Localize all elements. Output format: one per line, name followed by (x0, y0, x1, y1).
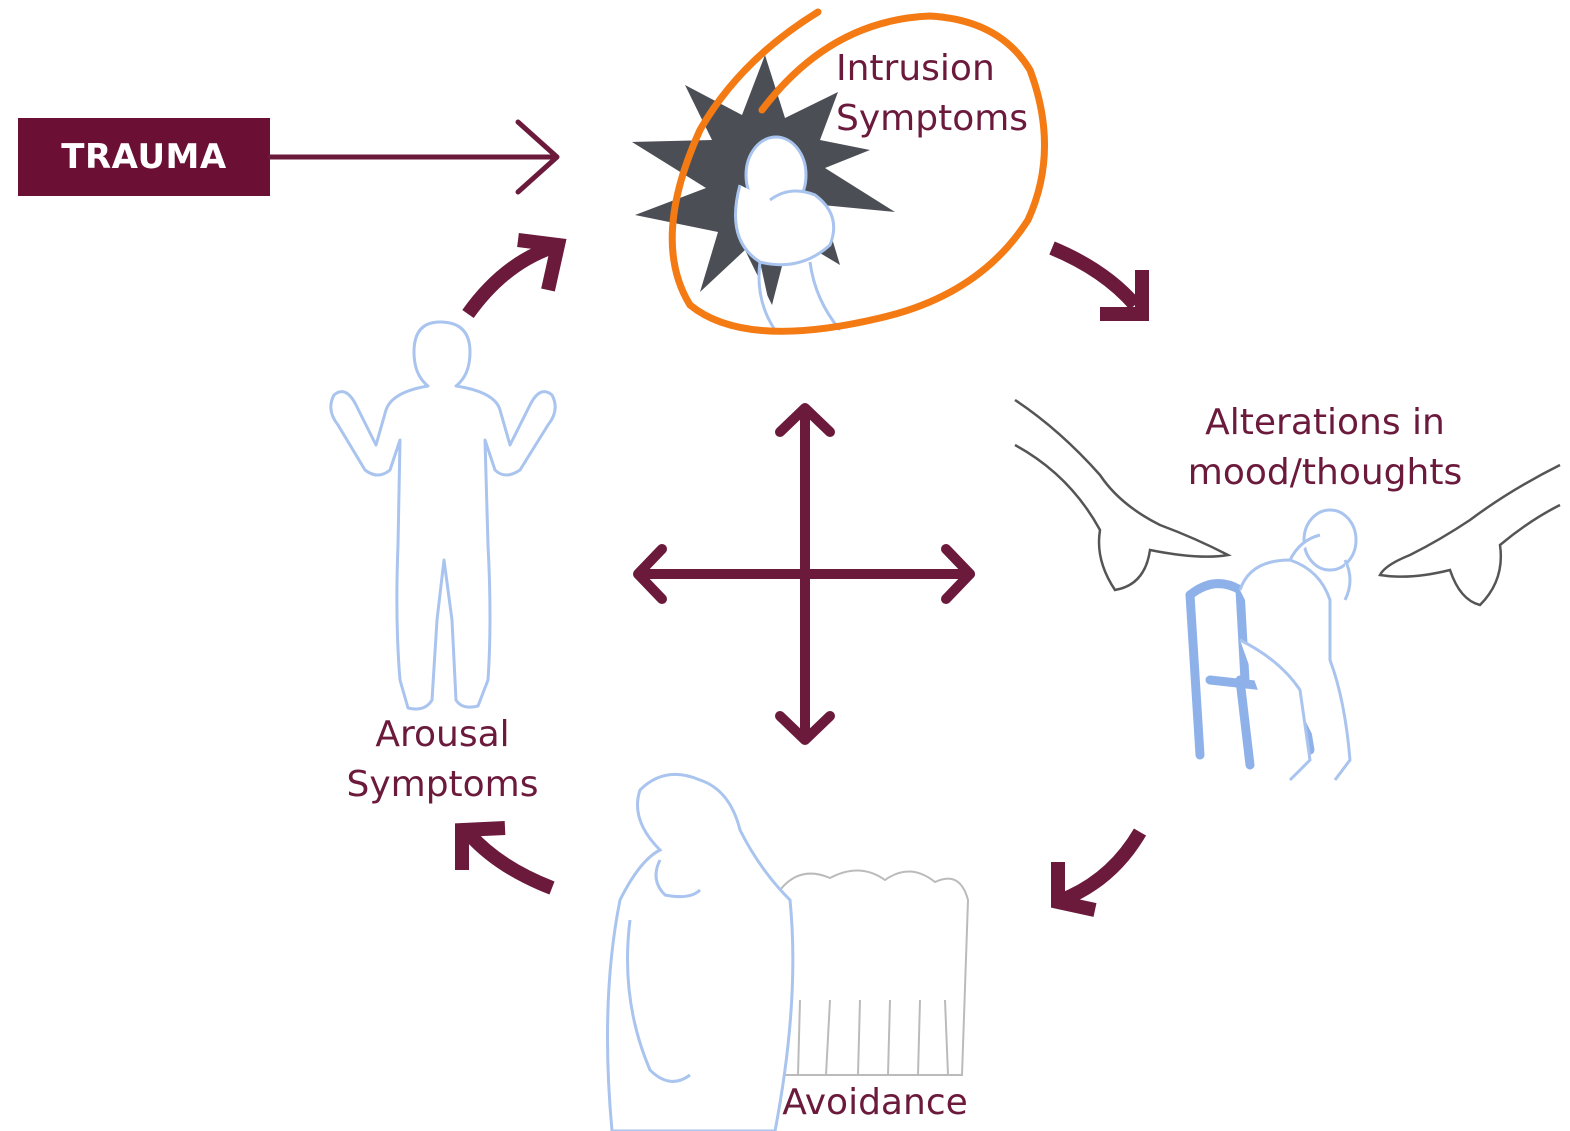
intrusion-label-line2: Symptoms (836, 94, 1028, 144)
alterations-label-line1: Alterations in (1175, 398, 1475, 448)
intrusion-label: Intrusion Symptoms (836, 44, 1028, 144)
arrow-arousal-to-intrusion (468, 240, 558, 314)
intrusion-label-line1: Intrusion (836, 44, 1028, 94)
arrow-alterations-to-avoidance (1058, 832, 1140, 910)
arousal-label-line2: Symptoms (335, 760, 550, 810)
arousal-label: Arousal Symptoms (335, 710, 550, 810)
arrow-intrusion-to-alterations (1052, 248, 1142, 314)
arrow-avoidance-to-arousal (462, 828, 552, 888)
trauma-arrow (270, 122, 557, 192)
avoidance-label-line1: Avoidance (775, 1078, 975, 1128)
alterations-label-line2: mood/thoughts (1175, 448, 1475, 498)
center-cross-arrows (638, 408, 970, 740)
arousal-label-line1: Arousal (335, 710, 550, 760)
standing-person-hands-raised-icon (331, 322, 555, 709)
alterations-label: Alterations in mood/thoughts (1175, 398, 1475, 498)
avoidance-label: Avoidance (775, 1078, 975, 1128)
